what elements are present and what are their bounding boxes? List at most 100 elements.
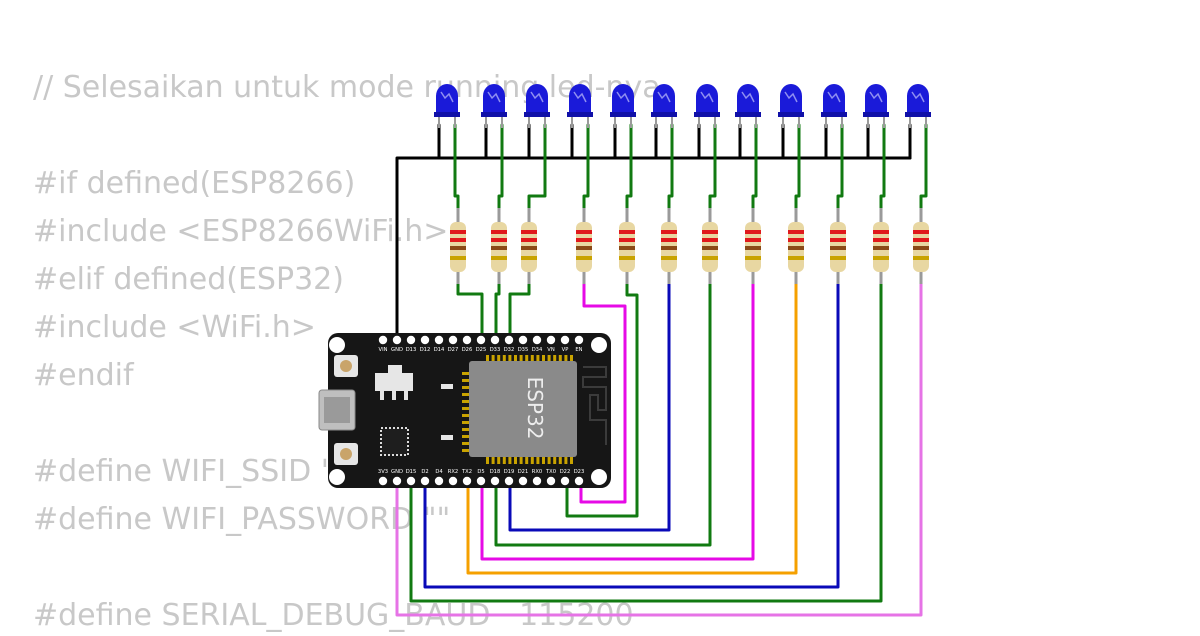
signal-wire: [466, 278, 798, 575]
header-pin: [378, 476, 388, 486]
module-pin: [514, 457, 517, 464]
led: [737, 84, 759, 114]
led-anode-wire: [751, 123, 758, 214]
module-pin: [462, 428, 469, 431]
led-die: [911, 91, 925, 103]
pin-label: RX2: [448, 469, 458, 475]
header-pin: [518, 476, 528, 486]
header-pin: [504, 335, 514, 345]
pin-label: D33: [490, 347, 501, 353]
resistor-band: [788, 238, 804, 242]
header-pin: [532, 335, 542, 345]
resistor-band: [619, 246, 635, 250]
signal-wire: [565, 278, 639, 518]
resistor-band: [491, 230, 507, 234]
module-pin: [536, 355, 540, 362]
module-pin: [491, 457, 495, 464]
header-pin: [420, 335, 430, 345]
resistor-band: [521, 238, 537, 242]
module-pin: [462, 421, 469, 424]
esp32-module: [469, 361, 577, 457]
resistor-band: [576, 238, 592, 242]
signal-wire: [456, 278, 484, 342]
pin-label: EN: [575, 347, 582, 353]
led-anode-wire: [919, 123, 928, 214]
module-pin: [462, 379, 469, 382]
code-line: #define WIFI_SSID "": [33, 454, 349, 489]
module-pin: [462, 407, 469, 410]
header-pin: [476, 476, 486, 486]
resistor-band: [521, 230, 537, 234]
resistor-band: [576, 256, 592, 260]
led-rim: [481, 112, 507, 117]
pin-label: TX0: [545, 469, 556, 475]
resistor-band: [702, 246, 718, 250]
led-rim: [567, 112, 593, 117]
header-pin: [518, 335, 528, 345]
led: [653, 84, 675, 114]
led-rim: [651, 112, 677, 117]
resistor-band: [830, 256, 846, 260]
led: [526, 84, 548, 114]
header-pin: [532, 476, 542, 486]
header-pin: [560, 335, 570, 345]
resistor-band: [661, 246, 677, 250]
header-pin: [504, 476, 514, 486]
code-line: #endif: [33, 358, 134, 393]
resistor-band: [619, 256, 635, 260]
signal-wire: [508, 278, 531, 342]
signal-wire: [409, 278, 883, 603]
resistor-band: [830, 238, 846, 242]
module-pin: [508, 355, 512, 362]
led-anode-wire: [879, 123, 886, 214]
led-die: [440, 91, 454, 103]
resistor-band: [702, 256, 718, 260]
module-pin: [497, 457, 501, 464]
resistor-band: [873, 246, 889, 250]
led-anode-wire: [667, 123, 674, 214]
pin-label: D5: [477, 469, 484, 475]
led: [823, 84, 845, 114]
led: [483, 84, 505, 114]
header-pin: [406, 335, 416, 345]
header-pin: [546, 476, 556, 486]
led-die: [487, 91, 501, 103]
header-pin: [448, 476, 458, 486]
pin-label: D4: [435, 469, 443, 475]
module-pin: [530, 355, 534, 362]
module-pin: [514, 355, 517, 362]
header-pin: [434, 335, 444, 345]
led: [907, 84, 929, 114]
module-pin: [570, 355, 573, 362]
led-rim: [735, 112, 761, 117]
header-pin: [448, 335, 458, 345]
led-anode-wire: [497, 123, 504, 214]
header-pin: [462, 476, 472, 486]
resistor-band: [661, 256, 677, 260]
module-pin: [564, 355, 568, 362]
module-pin: [462, 414, 469, 417]
resistor-band: [913, 230, 929, 234]
signal-wire: [494, 278, 712, 547]
led-rim: [905, 112, 931, 117]
resistor-band: [450, 238, 466, 242]
resistor-row: [450, 208, 929, 284]
header-pin: [420, 476, 430, 486]
header-pin: [392, 476, 402, 486]
module-pin: [558, 457, 562, 464]
module-pin: [462, 442, 469, 445]
led: [696, 84, 718, 114]
pin-label: VIN: [379, 347, 388, 353]
pin-label: D13: [406, 347, 417, 353]
antenna-trace: [582, 366, 607, 445]
header-pin: [546, 335, 556, 345]
module-pin: [502, 355, 506, 362]
resistor-band: [913, 246, 929, 250]
signal-wire: [579, 278, 627, 504]
resistor-band: [830, 230, 846, 234]
resistor-band: [873, 230, 889, 234]
module-pin: [570, 457, 573, 464]
pin-label: D25: [476, 347, 487, 353]
